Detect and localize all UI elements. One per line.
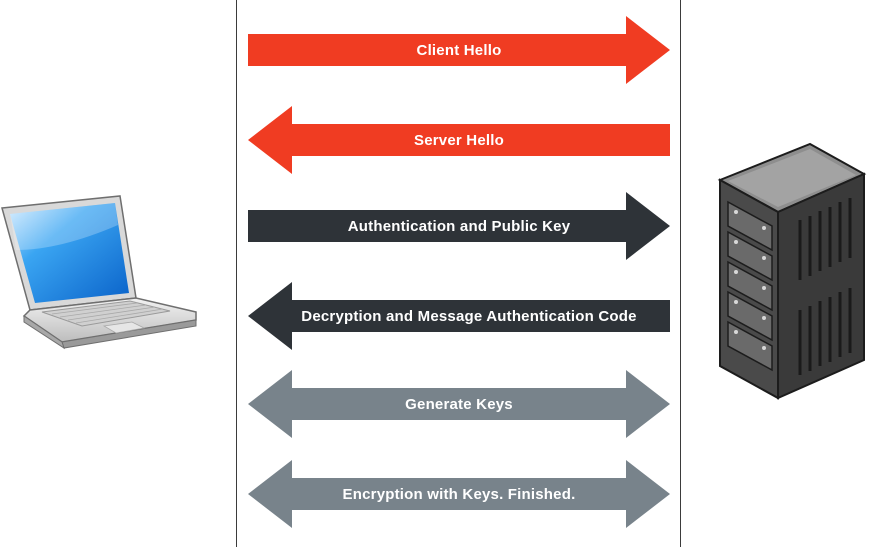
arrow-label-client-hello: Client Hello [416, 41, 502, 59]
arrow-server-hello: Server Hello [248, 106, 670, 174]
arrow-left-shape [248, 282, 670, 350]
server-rack-icon [714, 140, 870, 402]
arrow-right-shape [248, 16, 670, 84]
laptop-icon [0, 190, 200, 350]
arrow-label-encryption-finished: Encryption with Keys. Finished. [342, 485, 576, 503]
arrow-label-authentication-public-key: Authentication and Public Key [347, 217, 571, 235]
arrow-double-shape [248, 460, 670, 528]
arrow-generate-keys: Generate Keys [248, 370, 670, 438]
arrow-left-shape [248, 106, 670, 174]
arrow-encryption-finished: Encryption with Keys. Finished. [248, 460, 670, 528]
server-lifeline [680, 0, 681, 547]
arrow-label-server-hello: Server Hello [414, 131, 504, 149]
arrow-label-generate-keys: Generate Keys [405, 395, 513, 413]
arrow-client-hello: Client Hello [248, 16, 670, 84]
arrow-label-decryption-mac: Decryption and Message Authentication Co… [301, 307, 637, 325]
arrow-right-shape [248, 192, 670, 260]
arrow-double-shape [248, 370, 670, 438]
client-lifeline [236, 0, 237, 547]
arrow-decryption-mac: Decryption and Message Authentication Co… [248, 282, 670, 350]
arrow-authentication-public-key: Authentication and Public Key [248, 192, 670, 260]
